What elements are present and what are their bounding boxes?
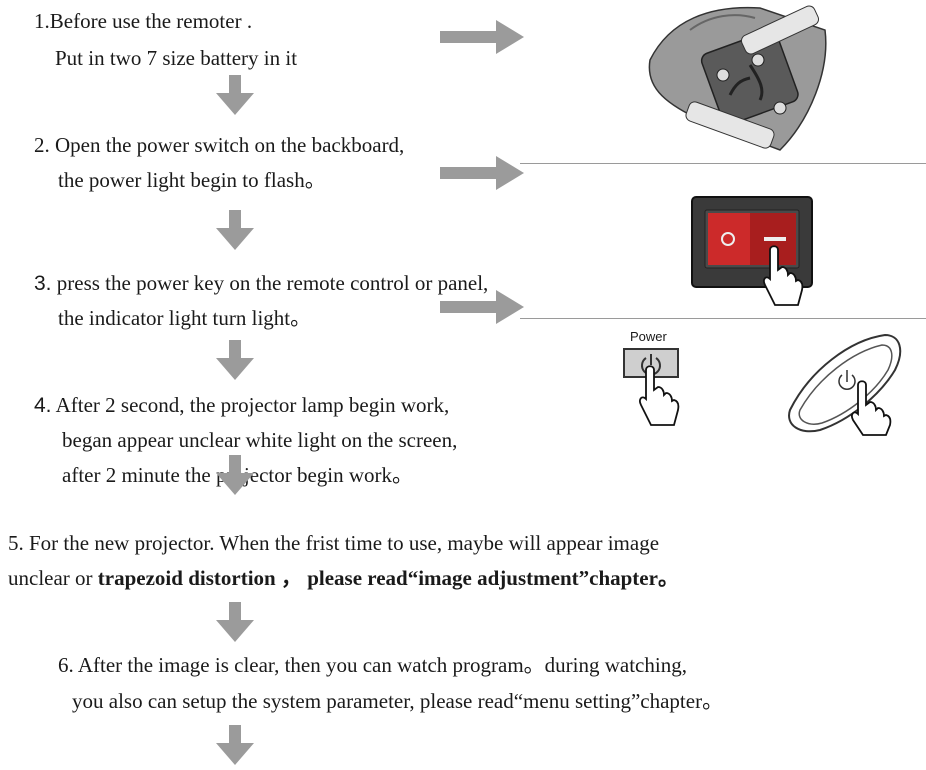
right-arrow-icon — [440, 290, 524, 324]
battery-compartment-illustration — [648, 5, 827, 151]
step-5-line-1: 5. For the new projector. When the frist… — [8, 531, 660, 555]
step-3-text: press the power key on the remote contro… — [51, 271, 489, 295]
step-6-line-1: 6. After the image is clear, then you ca… — [58, 653, 687, 677]
step-4-line-1: 4. After 2 second, the projector lamp be… — [34, 392, 449, 419]
power-key-label: Power — [630, 329, 667, 344]
step-1-line-1: 1.Before use the remoter . — [34, 9, 253, 33]
panel-power-key-illustration — [788, 333, 902, 436]
right-arrow-icon — [440, 156, 524, 190]
step-4-text: After 2 second, the projector lamp begin… — [51, 393, 450, 417]
down-arrow-icon — [216, 210, 254, 250]
right-arrow-icon — [440, 20, 524, 54]
step-5-bold-term: trapezoid distortion — [97, 566, 276, 590]
step-1-line-2: Put in two 7 size battery in it — [55, 46, 298, 70]
down-arrow-icon — [216, 340, 254, 380]
step-6-line-2: you also can setup the system parameter,… — [72, 689, 724, 713]
power-switch-illustration — [691, 196, 813, 306]
step-4-number: 4. — [34, 394, 52, 417]
down-arrow-icon — [216, 602, 254, 642]
step-3-line-1: 3. press the power key on the remote con… — [34, 270, 488, 297]
divider-line — [520, 163, 926, 164]
step-5-line-2: unclear or trapezoid distortion ， please… — [8, 565, 679, 591]
down-arrow-icon — [216, 75, 254, 115]
step-5-bold-reference: please read“image adjustment”chapter。 — [301, 566, 679, 590]
step-2-line-2: the power light begin to flash。 — [58, 168, 326, 192]
down-arrow-icon — [216, 725, 254, 765]
step-3-number: 3. — [34, 272, 52, 295]
divider-line — [520, 318, 926, 319]
down-arrow-icon — [216, 455, 254, 495]
step-3-line-2: the indicator light turn light。 — [58, 306, 312, 330]
step-5-text-a: unclear or — [8, 566, 98, 590]
power-key-illustration — [623, 348, 680, 426]
step-4-line-2: began appear unclear white light on the … — [62, 428, 458, 452]
step-2-line-1: 2. Open the power switch on the backboar… — [34, 133, 405, 157]
step-5-comma: ， — [275, 566, 302, 590]
